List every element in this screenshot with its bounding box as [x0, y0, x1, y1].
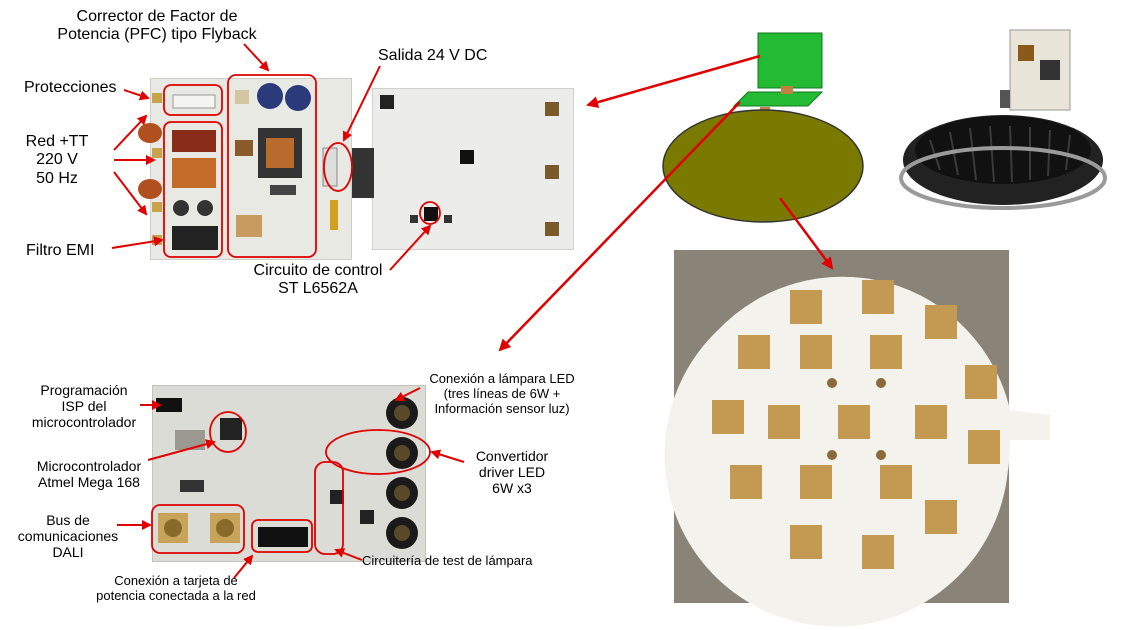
annotation-arrows [111, 43, 834, 579]
label-pfc: Corrector de Factor de Potencia (PFC) ti… [57, 8, 257, 44]
label-filtro: Filtro EMI [26, 242, 95, 259]
label-red: Red +TT 220 V 50 Hz [25, 133, 89, 187]
annotation-boxes [151, 74, 441, 555]
label-control: Circuito de control ST L6562A [253, 262, 383, 298]
label-salida: Salida 24 V DC [378, 47, 488, 64]
driver-board-components [156, 397, 418, 549]
power-board-components [138, 83, 338, 250]
label-test: Circuitería de test de lámpara [362, 553, 533, 568]
control-board-components [352, 95, 559, 236]
label-conexion-lampara: Conexión a lámpara LED (tres líneas de 6… [429, 371, 575, 416]
luminaire-drawing [899, 29, 1107, 210]
label-micro: Microcontrolador Atmel Mega 168 [36, 458, 142, 491]
power-board-daughter-photo [372, 88, 574, 250]
label-protecciones: Protecciones [24, 79, 117, 96]
label-conexion-tarjeta: Conexión a tarjeta de potencia conectada… [96, 573, 256, 603]
label-bus: Bus de comunicaciones DALI [17, 512, 119, 561]
schematic-drawing [662, 32, 864, 223]
led-disc-drawing [664, 276, 1050, 627]
label-programacion: Programación ISP del microcontrolador [31, 382, 137, 431]
label-convertidor: Convertidor driver LED 6W x3 [475, 448, 549, 497]
